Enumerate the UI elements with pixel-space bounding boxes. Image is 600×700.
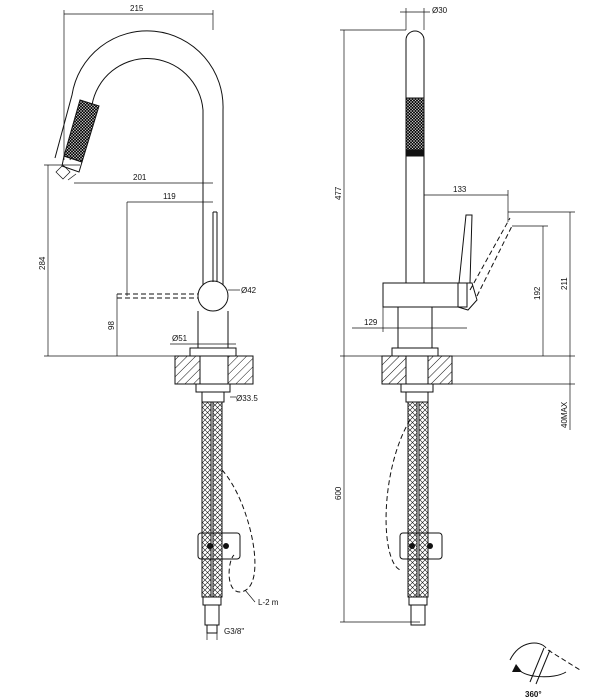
front-hose-left bbox=[201, 401, 212, 598]
dim-diam42-label: Ø42 bbox=[241, 286, 257, 295]
dim-129-label: 129 bbox=[364, 318, 378, 327]
front-spout bbox=[54, 30, 224, 285]
dim-diam51-label: Ø51 bbox=[172, 334, 188, 343]
rotation-360-icon: 360° bbox=[509, 642, 581, 699]
dim-40max-label: 40MAX bbox=[560, 401, 569, 428]
front-hose-right bbox=[212, 401, 223, 598]
side-hose-right bbox=[418, 401, 429, 598]
dim-215-label: 215 bbox=[130, 4, 144, 13]
dim-211-label: 211 bbox=[560, 277, 569, 290]
front-view: 215 201 119 284 98 bbox=[38, 4, 279, 640]
side-view: Ø30 477 600 133 129 192 211 40MAX bbox=[334, 6, 575, 626]
side-body bbox=[382, 282, 468, 308]
side-lever bbox=[458, 214, 473, 284]
front-pullout-hose bbox=[221, 469, 256, 593]
dim-119-label: 119 bbox=[163, 192, 176, 201]
side-spray-knurl bbox=[405, 97, 425, 151]
dim-98-label: 98 bbox=[107, 321, 116, 330]
front-hose-clamp bbox=[197, 532, 241, 560]
front-handle-knob bbox=[197, 280, 229, 312]
dim-215: 215 bbox=[63, 4, 214, 160]
hose-length-label: L-2 m bbox=[258, 598, 279, 607]
dim-201-label: 201 bbox=[133, 173, 147, 182]
thread-label: G3/8" bbox=[224, 627, 244, 636]
front-countertop-right bbox=[227, 355, 254, 385]
dim-diam30-label: Ø30 bbox=[432, 6, 448, 15]
dim-192-label: 192 bbox=[533, 286, 542, 300]
side-countertop-right bbox=[427, 355, 453, 385]
dim-119: 119 bbox=[126, 192, 213, 296]
dim-133-label: 133 bbox=[453, 185, 467, 194]
dim-284-label: 284 bbox=[38, 256, 47, 270]
side-spout bbox=[405, 30, 425, 283]
rotation-label: 360° bbox=[525, 690, 542, 699]
dim-98: 98 bbox=[107, 294, 118, 356]
side-hose-clamp bbox=[399, 532, 443, 560]
side-countertop-left bbox=[381, 355, 407, 385]
spray-head-knurl bbox=[63, 99, 100, 163]
front-countertop-left bbox=[174, 355, 201, 385]
dim-477-label: 477 bbox=[334, 186, 343, 200]
dim-201: 201 bbox=[74, 173, 213, 184]
dim-diam33-5-label: Ø33.5 bbox=[236, 394, 258, 403]
dim-600-label: 600 bbox=[334, 486, 343, 500]
spray-symbol-icon bbox=[55, 164, 77, 181]
side-hose-left bbox=[407, 401, 418, 598]
